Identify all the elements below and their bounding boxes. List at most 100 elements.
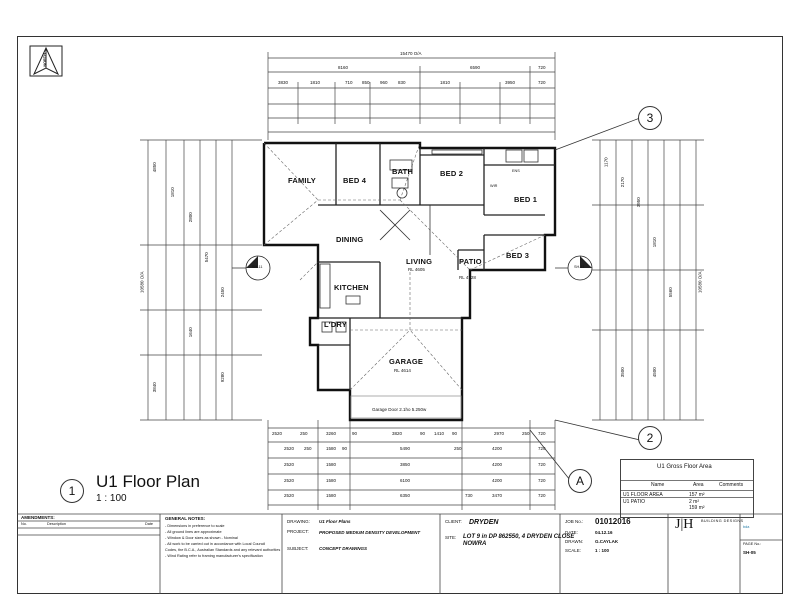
dim-bottom: 3260 (326, 431, 337, 436)
general-note: - Wind Rating refer to framing manufactu… (165, 554, 263, 558)
dim-bottom: 2520 (284, 446, 295, 451)
plan-title: U1 Floor Plan (96, 472, 200, 491)
dim-bottom: 2520 (284, 478, 295, 483)
dim-bottom: 720 (538, 493, 546, 498)
dim-bottom: 730 (465, 493, 473, 498)
drawing-sheet (17, 36, 783, 594)
page-label: PAGE No.: (743, 542, 762, 546)
amend-col-desc: Description (47, 522, 66, 526)
date-label: DATE: (565, 530, 578, 535)
dim-bottom: 4200 (492, 446, 503, 451)
patio-rl: RL 4728 (459, 275, 476, 280)
dim-bottom: 1410 (434, 431, 445, 436)
left-dimension-lines (140, 139, 262, 421)
dim-top: 3950 (505, 80, 516, 85)
dim-bottom: 720 (538, 446, 546, 451)
garage-door-label: Garage Door 2.1ho 5.250w (372, 407, 427, 412)
dim-bottom: 90 (352, 431, 358, 436)
dim-top: 720 (538, 80, 546, 85)
dim-bottom: 3850 (400, 462, 411, 467)
drawing-label: DRAWING: (287, 519, 310, 524)
plan-number-marker: 1 (60, 479, 84, 503)
dim-bottom: 2520 (284, 493, 295, 498)
dim-overall-top: 15470 O/A (400, 51, 422, 56)
area-table-row: U1 PATIO 2 m² (621, 497, 753, 505)
title-block-frame (17, 513, 783, 594)
dim-right: 1170 (603, 157, 609, 168)
dim-left: 9280 (219, 372, 225, 383)
room-garage: GARAGE (389, 357, 424, 366)
dim-bottom: 90 (342, 446, 348, 451)
amend-col-no: No. (21, 522, 27, 526)
dim-bottom: 90 (452, 431, 458, 436)
dim-bottom: 3820 (392, 431, 403, 436)
room-bed1: BED 1 (514, 195, 538, 204)
dim-top: 960 (380, 80, 388, 85)
section-marker-a: A (568, 469, 592, 493)
bdaa-logo-icon: bda (743, 525, 750, 529)
dim-bottom: 720 (538, 431, 546, 436)
row-area: 2 m² (689, 499, 699, 505)
dim-right: 2170 (619, 177, 625, 188)
scale-label: SCALE: (565, 548, 582, 553)
general-note: - All ground lines are approximate (165, 530, 222, 534)
project-value: PROPOSED MEDIUM DENSITY DEVELOPMENT (319, 530, 421, 535)
dim-bottom: 1580 (326, 478, 337, 483)
dim-bottom: 4200 (492, 478, 503, 483)
dim-bottom: 3470 (492, 493, 503, 498)
dim-top: 8160 (338, 65, 349, 70)
dim-top: 1810 (440, 80, 451, 85)
dim-left: 1640 (187, 327, 193, 338)
dim-bottom: 1580 (326, 446, 337, 451)
title-block: AMENDMENTS: No. Description Date GENERAL… (17, 514, 783, 594)
dim-top: 1810 (310, 80, 321, 85)
job-value: 01012016 (595, 517, 631, 526)
dim-right: 5560 (667, 287, 673, 298)
room-wir: WIR (490, 184, 498, 188)
dim-left: 3840 (151, 382, 157, 393)
company-name: BUILDING DESIGNS (701, 519, 744, 523)
amendments-label: AMENDMENTS: (21, 515, 55, 520)
room-family: FAMILY (288, 176, 317, 185)
dim-bottom: 250 (300, 431, 308, 436)
section-callout-lines (232, 117, 641, 481)
date-value: 04.12.16 (595, 530, 613, 535)
bottom-dimension-lines (267, 420, 556, 510)
area-table-header: Name Area Comments (621, 480, 753, 488)
dim-bottom: 720 (538, 462, 546, 467)
area-table-title: U1 Gross Floor Area (657, 464, 712, 470)
dim-bottom: 250 (454, 446, 462, 451)
general-notes-title: GENERAL NOTES: (165, 516, 206, 521)
room-laundry: L'DRY (324, 320, 347, 329)
fixtures (319, 149, 539, 419)
dim-bottom: 250 (304, 446, 312, 451)
row-name: U1 FLOOR AREA (623, 492, 663, 498)
room-living: LIVING (406, 257, 433, 266)
dim-left: 5470 (203, 252, 209, 263)
general-note: Codes, the B.C.A., Australian Standards … (165, 548, 281, 552)
general-note: - All work to be carried out in accordan… (165, 542, 266, 546)
dim-left: 2450 (219, 287, 225, 298)
living-rl: RL 4605 (408, 267, 425, 272)
sh11-left-label: SH-11 (252, 265, 263, 269)
dim-bottom: 1580 (326, 462, 337, 467)
row-name: U1 PATIO (623, 499, 646, 505)
client-value: DRYDEN (469, 519, 499, 526)
dim-bottom: 1580 (326, 493, 337, 498)
section-marker-3: 3 (638, 106, 662, 130)
sh11-right-label: SH-11 (574, 265, 585, 269)
dim-top: 850 (362, 80, 370, 85)
dim-bottom: 4200 (492, 462, 503, 467)
room-bed3: BED 3 (506, 251, 530, 260)
dim-left: 1810 (169, 187, 175, 198)
section-marker-2: 2 (638, 426, 662, 450)
dim-bottom: 2520 (272, 431, 283, 436)
dim-top: 6590 (470, 65, 481, 70)
dim-overall-left: 10580 O/A (139, 271, 145, 294)
dim-right: 4500 (651, 367, 657, 378)
room-bed4: BED 4 (343, 176, 367, 185)
job-label: JOB No.: (565, 519, 584, 524)
scale-value: 1 : 100 (595, 548, 610, 553)
client-label: CLIENT: (445, 519, 462, 524)
